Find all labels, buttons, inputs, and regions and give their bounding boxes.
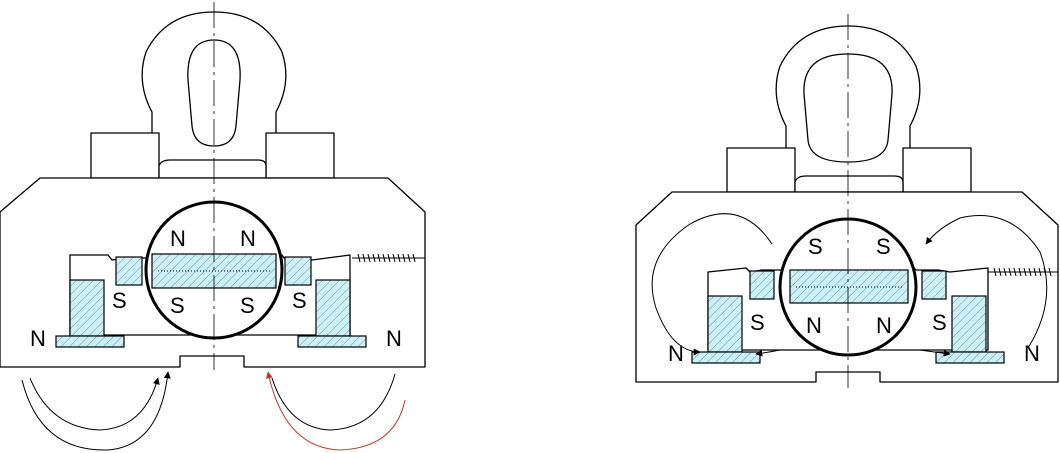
left-small-left-label: S: [112, 288, 127, 313]
flux-arrow-right-inner: [271, 373, 396, 431]
left-rotor-bottom-right-label: S: [240, 293, 255, 318]
small-magnet-right: [284, 256, 312, 286]
pole-magnet-left: [69, 279, 105, 337]
right-lifter-diagram: S S N N S S N N: [635, 14, 1059, 388]
left-lifter-diagram: N N S S S S N N: [0, 2, 426, 451]
left-rotor-bottom-left-label: S: [170, 293, 185, 318]
rotor-magnet: [789, 269, 909, 304]
flux-arrow-left-outer: [21, 371, 171, 451]
pole-magnet-right: [315, 279, 351, 337]
top-block-right: [902, 147, 972, 193]
small-magnet-right: [921, 270, 947, 300]
pole-foot-left: [55, 335, 125, 348]
left-rotor-top-right-label: N: [240, 226, 256, 251]
pole-foot-right: [935, 351, 1005, 364]
small-magnet-left: [749, 270, 775, 300]
top-block-center: [158, 159, 267, 179]
pole-magnet-right: [951, 295, 987, 353]
flux-arrow-left: [651, 213, 773, 356]
pole-foot-right: [297, 335, 367, 348]
left-rotor-top-left-label: N: [170, 226, 186, 251]
right-small-left-label: S: [750, 310, 765, 335]
right-rotor-bottom-right-label: N: [876, 313, 892, 338]
flux-arrow-left-small: [755, 349, 781, 357]
flux-arrow-left-inner: [29, 377, 160, 431]
flux-arrow-right: [925, 215, 1048, 349]
small-magnet-left: [115, 256, 143, 286]
pole-foot-left: [691, 351, 761, 364]
top-block-left: [90, 132, 160, 179]
right-outer-left-label: N: [668, 341, 684, 366]
left-outer-left-label: N: [30, 326, 46, 351]
top-block-center: [794, 175, 904, 193]
right-rotor-top-right-label: S: [876, 234, 891, 259]
right-rotor-bottom-left-label: N: [806, 313, 822, 338]
flux-arrow-right-outer: [265, 371, 406, 451]
top-block-left: [726, 147, 796, 193]
right-rotor-top-left-label: S: [808, 234, 823, 259]
flux-arrow-right-small: [919, 349, 951, 357]
right-small-right-label: S: [932, 310, 947, 335]
pole-magnet-left: [707, 295, 743, 353]
right-outer-right-label: N: [1024, 341, 1040, 366]
left-outer-right-label: N: [386, 326, 402, 351]
threaded-rod: [357, 253, 416, 263]
top-block-right: [265, 132, 335, 179]
left-small-right-label: S: [292, 288, 307, 313]
